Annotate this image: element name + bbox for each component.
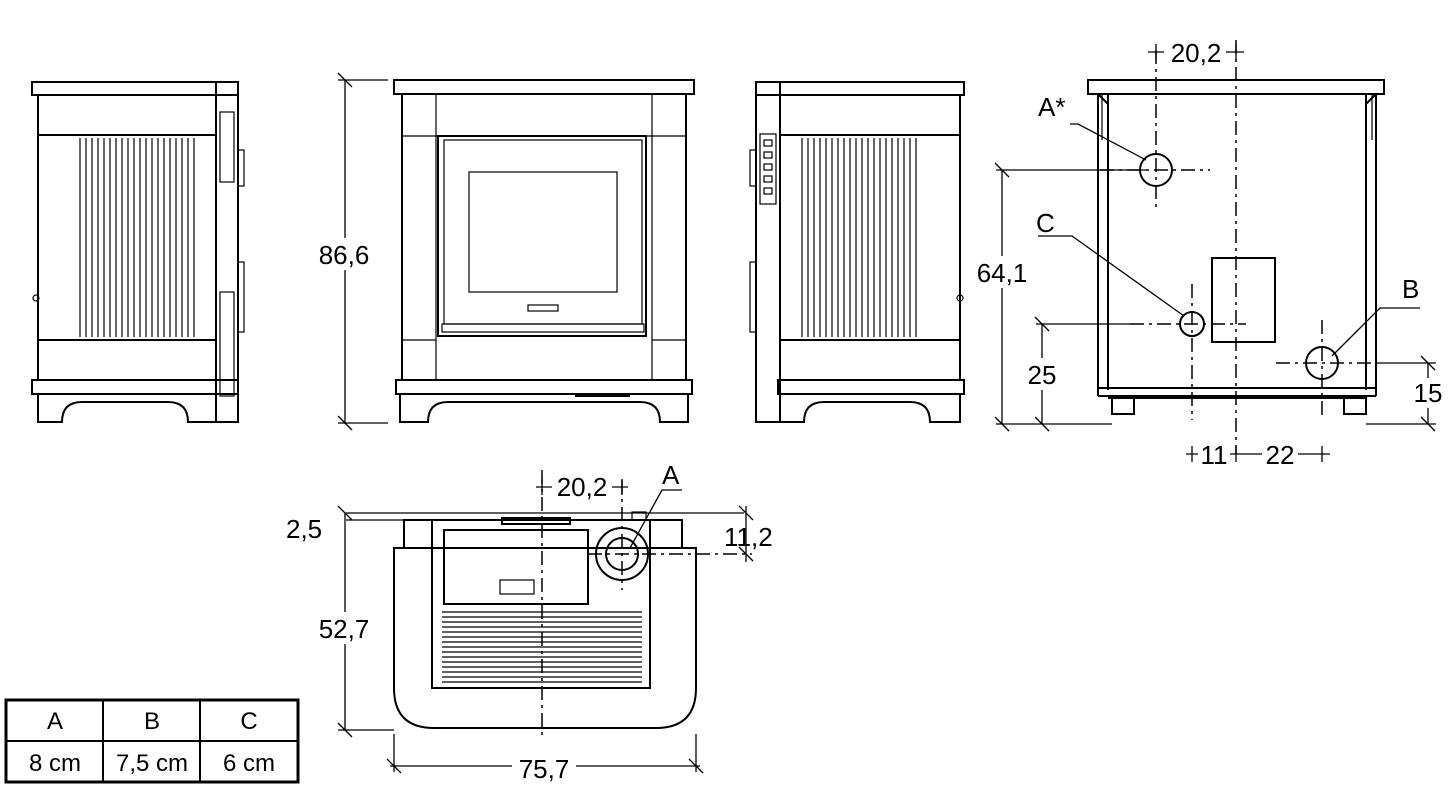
label-outlet-a-star: A* — [1038, 92, 1065, 122]
table-header-b: B — [144, 708, 160, 735]
label-outlet-b: B — [1402, 274, 1419, 304]
outlet-c-circle — [1179, 311, 1205, 337]
plan-view: A 20,2 2,5 11,2 52,7 75,7 — [286, 460, 773, 784]
label-plan-outlet-a: A — [662, 460, 680, 490]
table-value-a: 8 cm — [29, 750, 81, 777]
left-side-view — [31, 81, 245, 423]
table-value-c: 6 cm — [223, 750, 275, 777]
legend-table: A B C 8 cm 7,5 cm 6 cm — [4, 698, 300, 784]
dim-label-height-a-star: 64,1 — [977, 258, 1028, 288]
front-view — [393, 79, 695, 423]
table-header-a: A — [47, 708, 63, 735]
dim-label-offset-b: 22 — [1266, 440, 1295, 470]
side-grille-left — [79, 138, 195, 337]
back-view: A* C B 20,2 64,1 25 15 — [974, 38, 1446, 470]
table-value-b: 7,5 cm — [116, 750, 188, 777]
dim-label-offset-c: 11 — [1201, 440, 1228, 470]
dim-label-plan-margin: 2,5 — [286, 514, 322, 544]
right-side-view — [749, 81, 965, 423]
dim-height-total: 86,6 — [312, 72, 388, 431]
dim-label-back-offset: 20,2 — [1171, 38, 1222, 68]
table-header-c: C — [240, 708, 257, 735]
side-grille-right — [801, 138, 917, 337]
dim-label-plan-offset: 20,2 — [557, 472, 608, 502]
label-outlet-c: C — [1036, 208, 1055, 238]
dim-label-depth: 52,7 — [319, 614, 370, 644]
dim-label-height-b: 15 — [1414, 378, 1443, 408]
dim-label-width: 75,7 — [519, 754, 570, 784]
dim-label-plan-a-offset: 11,2 — [724, 522, 773, 552]
dim-label-height-total: 86,6 — [319, 240, 370, 270]
dim-label-height-c: 25 — [1028, 360, 1057, 390]
outlet-b-circle — [1305, 346, 1339, 380]
